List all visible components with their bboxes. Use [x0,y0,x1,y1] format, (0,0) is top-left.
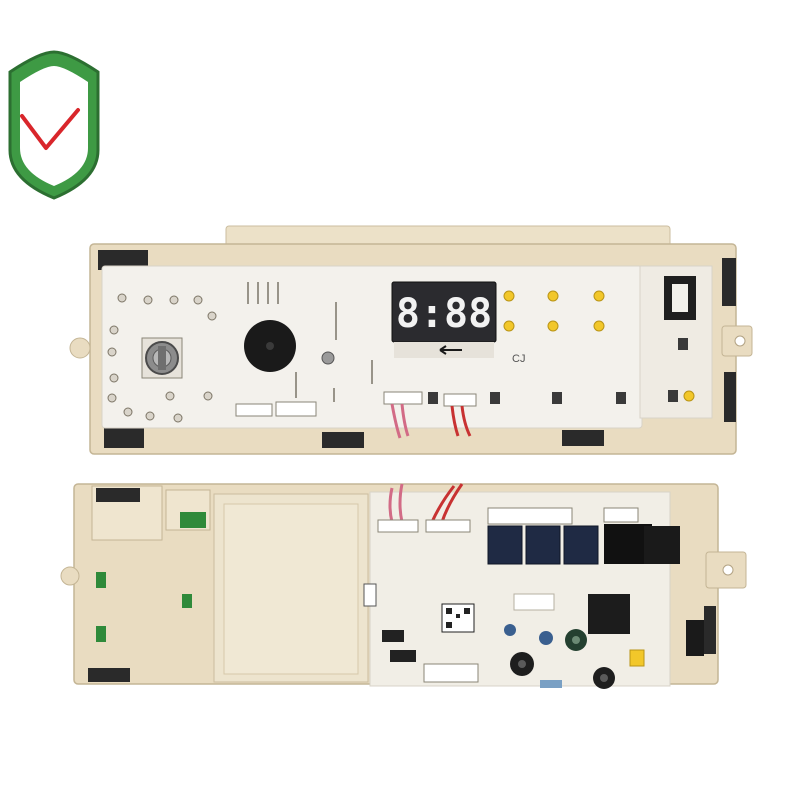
wiring-harness-bottom [377,483,471,533]
board-label: CJ [512,353,525,365]
indicator-leds [503,290,695,402]
capacitors [504,624,615,689]
top-control-board: 8:88 CJ [69,225,753,455]
relays [487,507,652,634]
wiring-harness-top [383,391,477,439]
rotary-knob-encoder [141,337,183,379]
shield-check-icon [8,50,100,200]
tact-buttons-left [107,293,217,423]
tact-switches-right [428,338,688,404]
led-display: 8:88 [391,281,497,358]
bottom-power-board [60,483,747,689]
display-digits: 8:88 [396,291,492,337]
